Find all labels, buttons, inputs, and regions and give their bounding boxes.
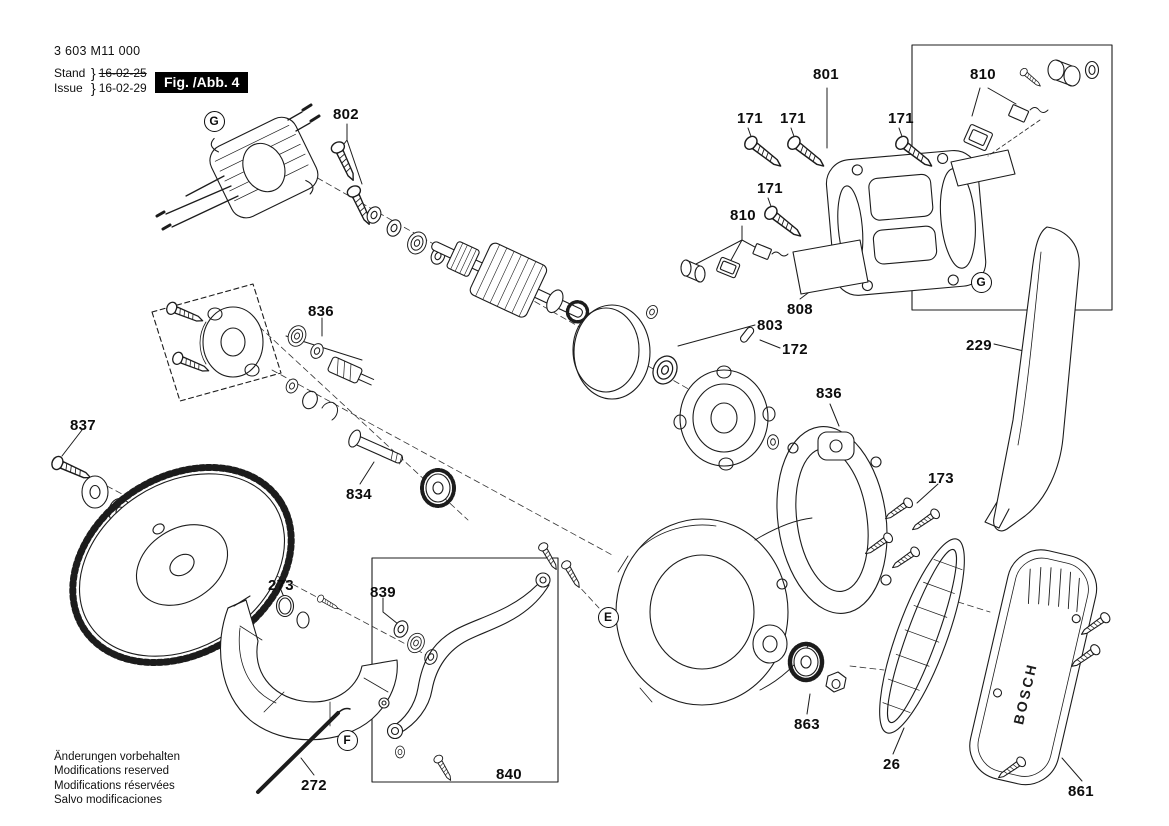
revision-stand-row: Stand } 16-02-25	[54, 64, 147, 81]
notice-line-fr: Modifications réservées	[54, 779, 175, 792]
part-label-808: 808	[787, 301, 813, 318]
field-housing	[825, 149, 987, 296]
part-label-272: 272	[301, 777, 327, 794]
part-label-834: 834	[346, 486, 372, 503]
part-label-840: 840	[496, 766, 522, 783]
part-label-171: 171	[780, 110, 806, 127]
stator-drawing	[155, 103, 321, 231]
figure-badge: Fig. /Abb. 4	[155, 72, 249, 93]
detail-marker-E: E	[597, 606, 619, 628]
part-label-171: 171	[888, 110, 914, 127]
notice-line-es: Salvo modificaciones	[54, 794, 163, 807]
issue-brace: }	[91, 79, 96, 96]
guard-229	[984, 226, 1080, 532]
spindle-parts-836	[283, 322, 456, 508]
saw-blade	[69, 463, 295, 667]
part-label-803: 803	[757, 317, 783, 334]
motor-flange	[164, 300, 264, 378]
part-label-273: 273	[268, 577, 294, 594]
part-label-801: 801	[813, 66, 839, 83]
part-number: 3 603 M11 000	[54, 44, 141, 58]
part-label-836: 836	[816, 385, 842, 402]
fan-baffle	[572, 303, 682, 400]
armature-washers	[364, 204, 448, 267]
part-label-863: 863	[794, 716, 820, 733]
part-label-173: 173	[928, 470, 954, 487]
part-label-171: 171	[737, 110, 763, 127]
stand-brace: }	[91, 64, 96, 81]
detail-marker-G: G	[203, 110, 225, 132]
part-label-839: 839	[370, 584, 396, 601]
part-label-810: 810	[970, 66, 996, 83]
rod-272	[256, 707, 351, 794]
gear-housing	[615, 426, 892, 706]
part-label-837: 837	[70, 417, 96, 434]
belt-cover-861: BOSCH	[969, 549, 1098, 786]
bearing-flange	[673, 365, 779, 471]
part-label-810: 810	[730, 207, 756, 224]
part-label-861: 861	[1068, 783, 1094, 800]
part-label-26: 26	[883, 756, 901, 773]
part-label-229: 229	[966, 337, 992, 354]
detail-marker-F: F	[336, 729, 358, 751]
notice-line-de: Änderungen vorbehalten	[54, 751, 180, 763]
lower-guard	[220, 595, 398, 741]
ring-273	[275, 593, 341, 629]
belt-26	[879, 538, 965, 734]
return-lever-840	[378, 540, 584, 784]
legal-notice: Änderungen vorbehalten Modifications res…	[54, 750, 180, 808]
title-block: 3 603 M11 000 Stand } 16-02-25 Issue } 1…	[54, 44, 147, 96]
brush-kit-810	[950, 59, 1100, 187]
pin-172	[739, 326, 755, 343]
armature-drawing	[431, 241, 601, 325]
notice-line-en: Modifications reserved	[54, 765, 170, 778]
stand-date: 16-02-25	[98, 65, 147, 80]
leader-lines	[61, 87, 1083, 782]
revision-issue-row: Issue } 16-02-29	[54, 79, 147, 96]
issue-label: Issue	[54, 80, 83, 95]
flange-parts-839	[391, 618, 440, 667]
nameplate-808	[792, 239, 869, 295]
pulley-863	[787, 641, 847, 693]
part-label-172: 172	[782, 341, 808, 358]
detail-marker-G: G	[970, 271, 992, 293]
issue-date: 16-02-29	[98, 80, 147, 95]
part-label-836: 836	[308, 303, 334, 320]
part-label-802: 802	[333, 106, 359, 123]
brush-parts-mid	[680, 243, 789, 283]
part-label-171: 171	[757, 180, 783, 197]
stand-label: Stand	[54, 65, 86, 80]
